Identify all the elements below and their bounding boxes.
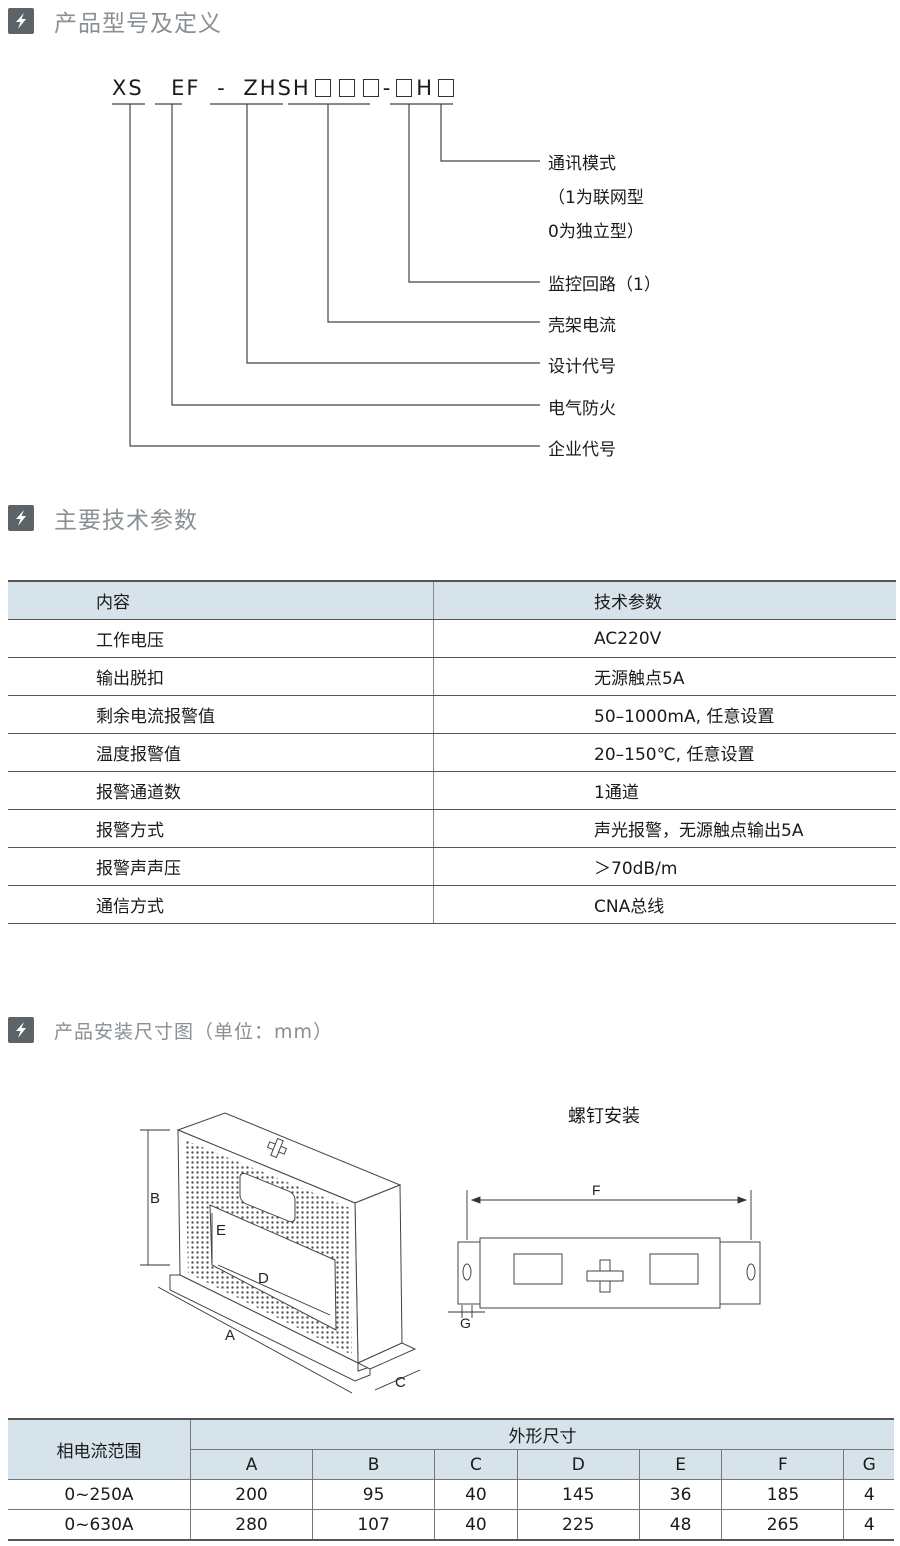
cell-value: 185 bbox=[721, 1479, 845, 1510]
table-row: 0~250A 200 95 40 145 36 185 4 bbox=[8, 1479, 894, 1510]
dim-label-e: E bbox=[216, 1222, 226, 1239]
cell-value: 40 bbox=[434, 1479, 518, 1510]
cell-item: 温度报警值 bbox=[8, 733, 434, 772]
table-header-row: A B C D E F G bbox=[8, 1449, 894, 1480]
cell-value: 1通道 bbox=[433, 771, 896, 810]
header-outline-size: 外形尺寸 bbox=[190, 1418, 894, 1450]
table-row: 输出脱扣无源触点5A bbox=[8, 657, 896, 696]
model-part-dash2: - bbox=[382, 76, 393, 100]
col-header: D bbox=[516, 1449, 640, 1480]
placeholder-box bbox=[438, 79, 455, 97]
bolt-icon bbox=[8, 1017, 34, 1043]
dim-label-g: G bbox=[460, 1315, 471, 1330]
screw-mount-drawing: F G bbox=[448, 1182, 761, 1330]
cell-range: 0~250A bbox=[8, 1479, 191, 1510]
cell-value: 145 bbox=[516, 1479, 640, 1510]
cell-value: 95 bbox=[312, 1479, 436, 1510]
placeholder-box bbox=[314, 79, 331, 97]
placeholder-box bbox=[338, 79, 355, 97]
dim-label-f: F bbox=[592, 1182, 601, 1198]
table-row: 报警声声压＞70dB/m bbox=[8, 847, 896, 886]
header-range: 相电流范围 bbox=[8, 1418, 191, 1480]
def-frame-current: 壳架电流 bbox=[548, 316, 616, 336]
dim-label-c: C bbox=[395, 1374, 406, 1391]
cell-value: 50–1000mA, 任意设置 bbox=[433, 695, 896, 734]
table-header-row: 内容 技术参数 bbox=[8, 580, 896, 620]
cell-value: 20–150℃, 任意设置 bbox=[433, 733, 896, 772]
col-header: A bbox=[189, 1449, 314, 1480]
col-header: B bbox=[312, 1449, 436, 1480]
cell-value: 200 bbox=[189, 1479, 314, 1510]
dim-label-b: B bbox=[150, 1190, 160, 1207]
cell-item: 报警声声压 bbox=[8, 847, 434, 886]
screw-mount-title: 螺钉安装 bbox=[568, 1106, 640, 1127]
cell-item: 剩余电流报警值 bbox=[8, 695, 434, 734]
cell-item: 输出脱扣 bbox=[8, 657, 434, 696]
section-header-model: 产品型号及定义 bbox=[8, 6, 222, 37]
header-content: 内容 bbox=[8, 580, 434, 620]
dimension-table: 相电流范围 外形尺寸 A B C D E F G 0~250A 200 95 4… bbox=[8, 1418, 894, 1541]
section-header-dimensions: 产品安装尺寸图（单位：mm） bbox=[8, 1015, 333, 1045]
def-company-code: 企业代号 bbox=[548, 440, 616, 460]
model-part-zhsh: ZHSH bbox=[243, 76, 311, 100]
table-header-row: 相电流范围 外形尺寸 bbox=[8, 1418, 894, 1480]
bolt-icon bbox=[8, 505, 34, 531]
cell-value: 48 bbox=[638, 1509, 723, 1541]
table-row: 0~630A 280 107 40 225 48 265 4 bbox=[8, 1509, 894, 1541]
dim-label-a: A bbox=[225, 1327, 235, 1344]
col-header: E bbox=[638, 1449, 723, 1480]
table-row: 报警方式声光报警，无源触点输出5A bbox=[8, 809, 896, 848]
cell-item: 报警方式 bbox=[8, 809, 434, 848]
def-fire-protection: 电气防火 bbox=[548, 399, 616, 419]
def-design-code: 设计代号 bbox=[548, 357, 616, 377]
model-part-dash: - bbox=[217, 76, 227, 100]
header-params: 技术参数 bbox=[433, 580, 896, 620]
def-comm-networked: （1为联网型 bbox=[548, 188, 644, 208]
section-title: 产品型号及定义 bbox=[54, 11, 222, 37]
cell-value: 280 bbox=[189, 1509, 314, 1541]
col-header: F bbox=[721, 1449, 845, 1480]
model-part-xs: XS bbox=[112, 76, 144, 100]
col-header: G bbox=[843, 1449, 894, 1480]
col-header: C bbox=[434, 1449, 518, 1480]
cell-value: 无源触点5A bbox=[433, 657, 896, 696]
model-part-ef: EF bbox=[171, 76, 201, 100]
section-title: 产品安装尺寸图（单位：mm） bbox=[54, 1020, 334, 1043]
section-header-specs: 主要技术参数 bbox=[8, 503, 198, 534]
cell-value: 265 bbox=[721, 1509, 845, 1541]
cell-item: 报警通道数 bbox=[8, 771, 434, 810]
section-title: 主要技术参数 bbox=[54, 508, 198, 534]
cell-value: AC220V bbox=[433, 619, 896, 658]
bolt-icon bbox=[8, 8, 34, 34]
product-drawing: B A C D E bbox=[140, 1112, 421, 1394]
cell-value: ＞70dB/m bbox=[433, 847, 896, 886]
placeholder-box bbox=[362, 79, 379, 97]
def-monitor-loop: 监控回路（1） bbox=[548, 275, 661, 295]
model-code: XS EF - ZHSH-H bbox=[112, 76, 458, 100]
cell-item: 通信方式 bbox=[8, 885, 434, 924]
dim-label-d: D bbox=[258, 1270, 269, 1287]
cell-value: CNA总线 bbox=[433, 885, 896, 924]
cell-value: 107 bbox=[312, 1509, 436, 1541]
cell-value: 36 bbox=[638, 1479, 723, 1510]
def-comm-standalone: 0为独立型） bbox=[548, 222, 644, 242]
cell-item: 工作电压 bbox=[8, 619, 434, 658]
cell-range: 0~630A bbox=[8, 1509, 191, 1541]
def-comm-mode: 通讯模式 bbox=[548, 154, 616, 174]
cell-value: 声光报警，无源触点输出5A bbox=[433, 809, 896, 848]
cell-value: 225 bbox=[516, 1509, 640, 1541]
cell-value: 4 bbox=[843, 1509, 894, 1541]
cell-value: 40 bbox=[434, 1509, 518, 1541]
cell-value: 4 bbox=[843, 1479, 894, 1510]
leader-lines bbox=[112, 103, 540, 447]
model-part-h: H bbox=[416, 76, 435, 100]
placeholder-box bbox=[396, 79, 413, 97]
